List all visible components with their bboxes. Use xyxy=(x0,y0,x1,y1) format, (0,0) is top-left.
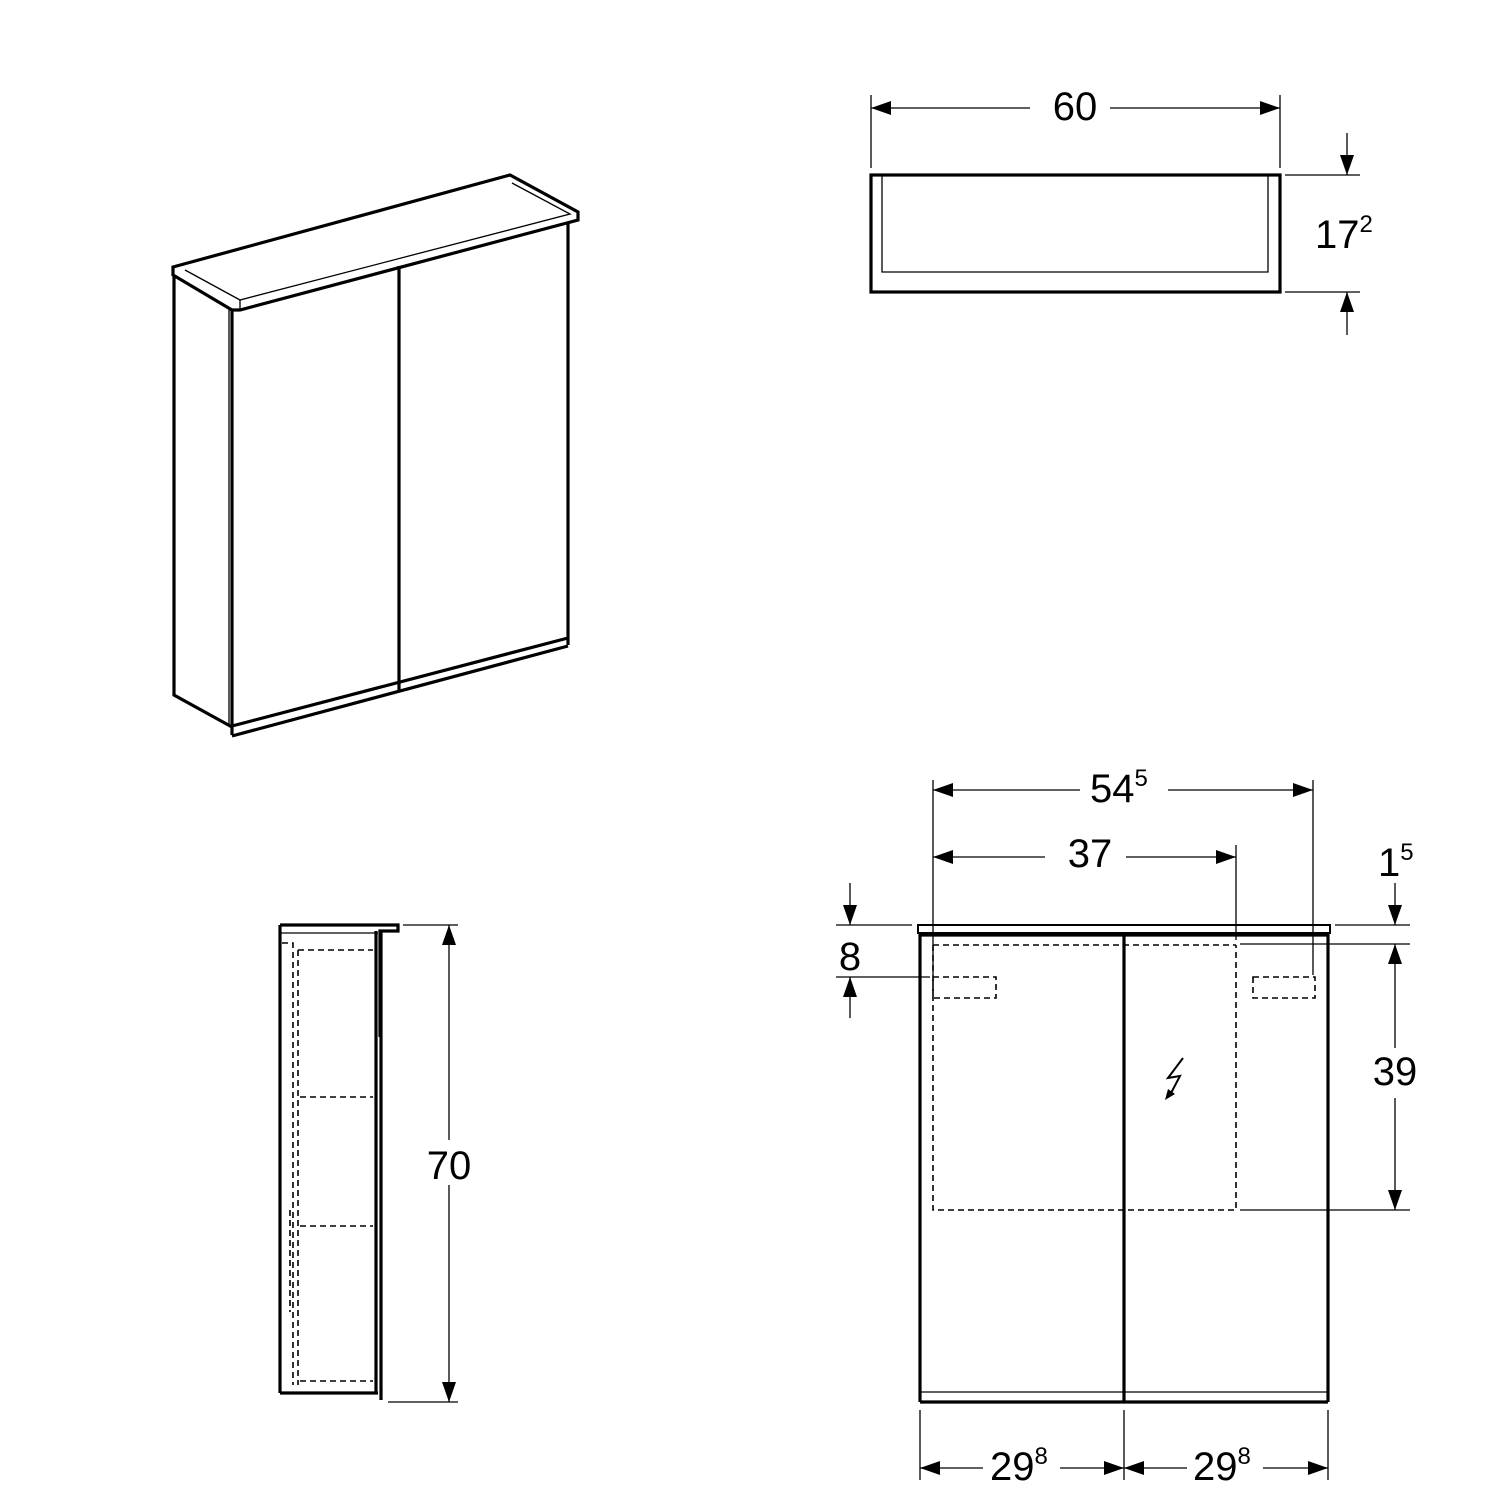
dim-door-left-29-8: 298 xyxy=(990,1443,1048,1489)
dim-8: 8 xyxy=(839,935,861,979)
dim-39: 39 xyxy=(1373,1050,1418,1094)
side-view: 70 xyxy=(278,923,472,1403)
electrical-connection-icon xyxy=(1165,1057,1184,1100)
dim-37: 37 xyxy=(1068,832,1113,876)
dim-54-5: 545 xyxy=(1090,765,1148,811)
front-view: 545 37 8 15 39 298 298 xyxy=(836,765,1417,1489)
isometric-view xyxy=(171,173,580,738)
dim-depth-17-2: 172 xyxy=(1315,211,1373,257)
dim-1-5: 15 xyxy=(1378,839,1414,885)
dim-door-right-29-8: 298 xyxy=(1193,1443,1251,1489)
dim-height-70: 70 xyxy=(427,1144,472,1188)
dim-width-60: 60 xyxy=(1053,85,1098,129)
top-view: 60 172 xyxy=(869,85,1373,335)
